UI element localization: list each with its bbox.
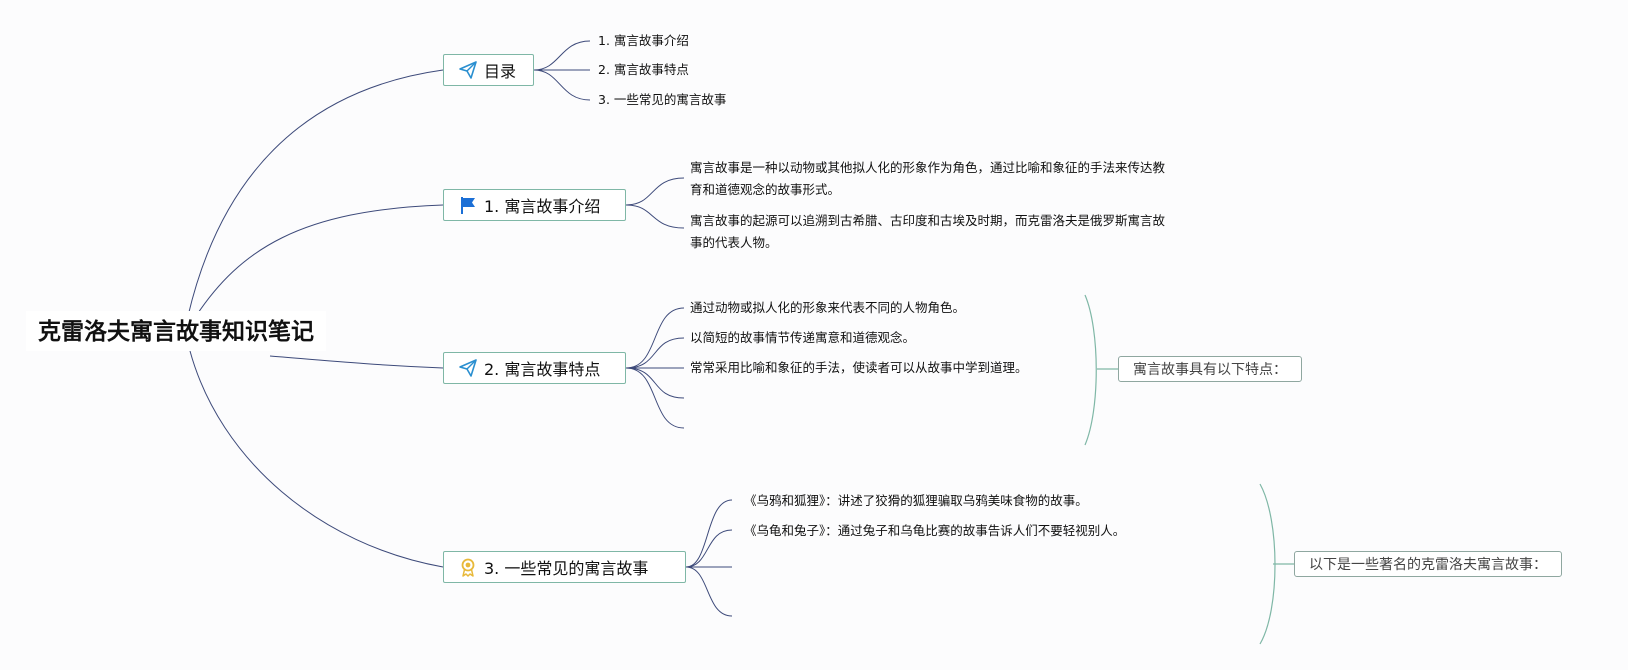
toc-item-3[interactable]: 3. 一些常见的寓言故事 — [598, 92, 727, 107]
paper-plane-icon — [458, 60, 478, 80]
topic-features-label: 2. 寓言故事特点 — [484, 360, 601, 379]
connector-features-2 — [625, 337, 685, 369]
topic-stories[interactable]: 3. 一些常见的寓言故事 — [443, 551, 686, 583]
connector-stories-4 — [685, 566, 733, 617]
summary-features[interactable]: 寓言故事具有以下特点： — [1118, 356, 1302, 382]
features-item-2[interactable]: 以简短的故事情节传递寓意和道德观念。 — [690, 330, 916, 345]
connector-root-features — [269, 355, 444, 369]
stories-item-2[interactable]: 《乌龟和兔子》：通过兔子和乌龟比赛的故事告诉人们不要轻视别人。 — [744, 523, 1126, 538]
topic-stories-label: 3. 一些常见的寓言故事 — [484, 559, 649, 578]
features-item-1[interactable]: 通过动物或拟人化的形象来代表不同的人物角色。 — [690, 300, 966, 315]
connector-toc-3 — [533, 69, 591, 101]
summary-stories[interactable]: 以下是一些著名的克雷洛夫寓言故事： — [1294, 551, 1562, 577]
summary-bracket-features — [1084, 294, 1097, 446]
connector-root-toc — [187, 69, 444, 317]
connector-stories-2 — [685, 529, 733, 568]
award-ribbon-icon — [458, 557, 478, 577]
connector-intro-1 — [625, 177, 685, 206]
topic-toc-label: 目录 — [484, 62, 517, 81]
topic-intro-label: 1. 寓言故事介绍 — [484, 197, 601, 216]
toc-item-2[interactable]: 2. 寓言故事特点 — [598, 62, 689, 77]
connector-intro-2 — [625, 204, 685, 229]
connector-features-4 — [625, 367, 685, 399]
intro-item-2[interactable]: 寓言故事的起源可以追溯到古希腊、古印度和古埃及时期，而克雷洛夫是俄罗斯寓言故事的… — [690, 213, 1166, 250]
flag-icon — [458, 195, 478, 215]
intro-item-1[interactable]: 寓言故事是一种以动物或其他拟人化的形象作为角色，通过比喻和象征的手法来传达教育和… — [690, 160, 1166, 197]
connector-toc-1 — [533, 40, 591, 71]
topic-toc[interactable]: 目录 — [443, 54, 534, 86]
stories-item-1[interactable]: 《乌鸦和狐狸》：讲述了狡猾的狐狸骗取乌鸦美味食物的故事。 — [744, 493, 1088, 508]
connector-features-1 — [625, 307, 685, 369]
connector-root-stories — [189, 350, 444, 568]
connector-stories-1 — [685, 499, 733, 568]
topic-features[interactable]: 2. 寓言故事特点 — [443, 352, 626, 384]
connector-root-intro — [195, 204, 444, 317]
topic-intro[interactable]: 1. 寓言故事介绍 — [443, 189, 626, 221]
root-topic[interactable]: 克雷洛夫寓言故事知识笔记 — [26, 311, 326, 351]
connector-features-5 — [625, 367, 685, 429]
features-item-3[interactable]: 常常采用比喻和象征的手法，使读者可以从故事中学到道理。 — [690, 360, 1028, 375]
toc-item-1[interactable]: 1. 寓言故事介绍 — [598, 33, 689, 48]
paper-plane-icon — [458, 358, 478, 378]
summary-bracket-stories — [1259, 483, 1276, 645]
